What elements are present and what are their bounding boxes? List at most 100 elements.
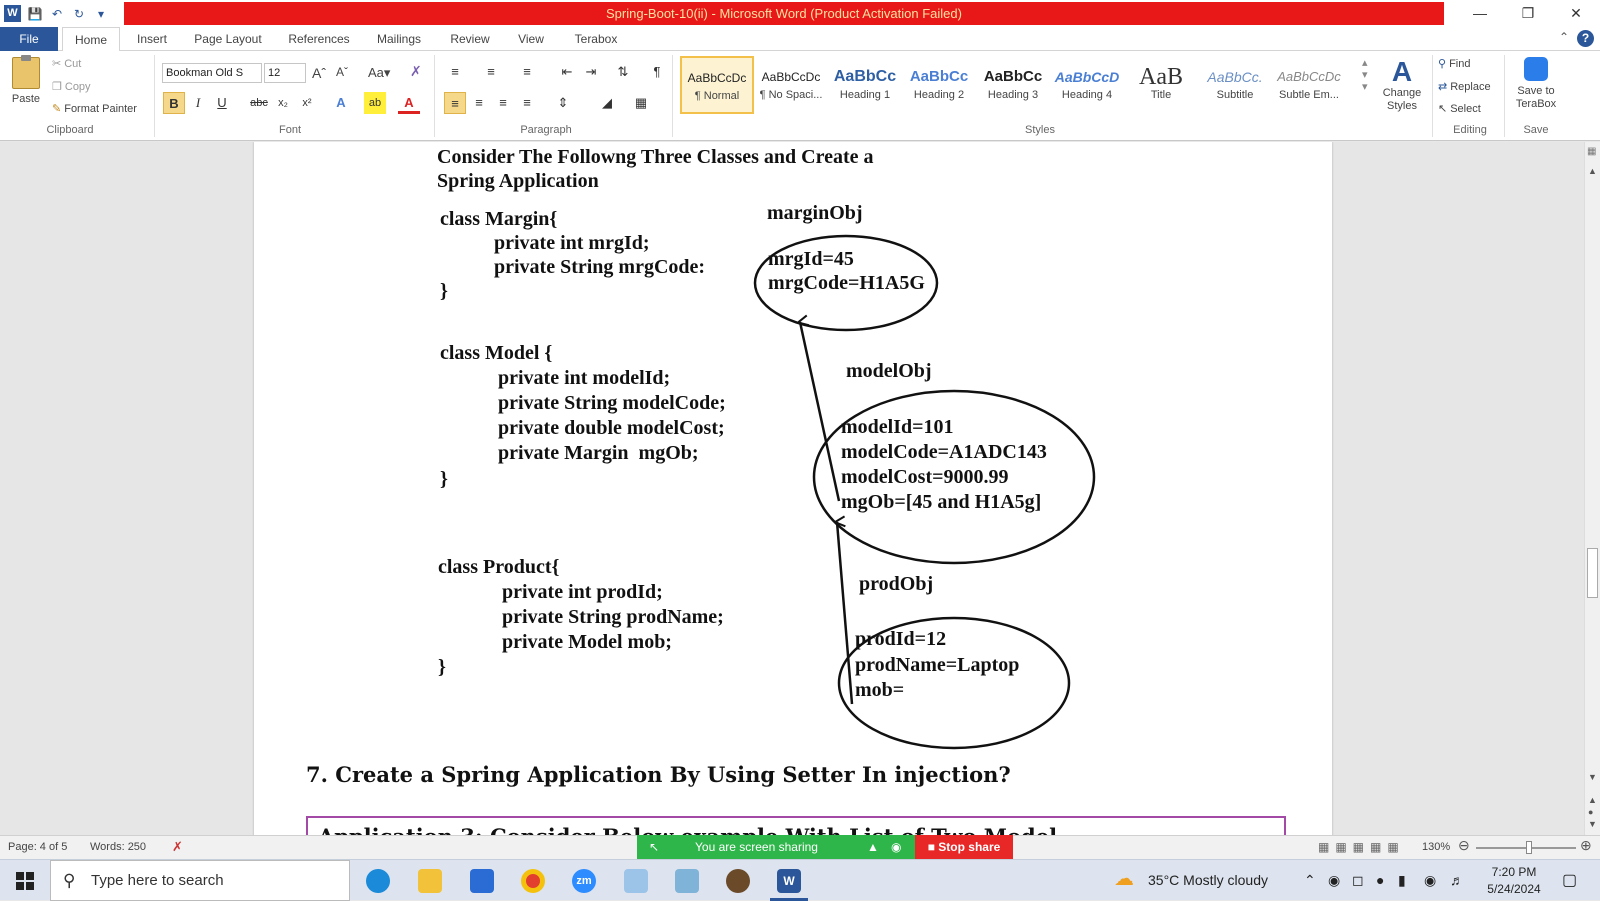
decrease-indent-icon[interactable]: ⇤	[561, 64, 573, 79]
save-to-terabox-button[interactable]: Save to TeraBox	[1508, 57, 1564, 111]
font-size-box[interactable]: 12	[264, 63, 306, 83]
battery-icon[interactable]: ▮	[1398, 872, 1406, 888]
highlight-icon[interactable]: ab	[364, 92, 386, 114]
text-effects-icon[interactable]: A	[336, 95, 346, 110]
customize-qat-icon[interactable]: ▾	[97, 6, 105, 21]
justify-icon[interactable]: ≡	[523, 95, 531, 110]
record-icon[interactable]: ◉	[1328, 872, 1341, 888]
word-count[interactable]: Words: 250	[90, 841, 147, 853]
taskbar-search-input[interactable]: ⚲ Type here to search	[50, 860, 350, 901]
ruler-toggle-icon[interactable]: ▦	[1587, 146, 1597, 157]
line-spacing-icon[interactable]: ⇕	[557, 95, 569, 110]
document-page[interactable]: Consider The Followng Three Classes and …	[254, 142, 1332, 835]
chrome-icon[interactable]	[521, 869, 545, 893]
weather-text[interactable]: 35°C Mostly cloudy	[1148, 872, 1268, 888]
tab-file[interactable]: File	[0, 27, 58, 51]
browse-object-icon[interactable]: ▲●▼	[1588, 795, 1597, 829]
increase-indent-icon[interactable]: ⇥	[585, 64, 597, 79]
grow-font-icon[interactable]: Aˆ	[312, 65, 326, 81]
collapse-ribbon-icon[interactable]: ⌃	[1558, 30, 1569, 44]
zoom-in-icon[interactable]: ⊕	[1580, 837, 1592, 853]
tab-insert[interactable]: Insert	[136, 32, 167, 46]
multilevel-list-icon[interactable]: ≡	[523, 64, 531, 79]
view-buttons[interactable]: ▦▦▦▦▦	[1318, 840, 1405, 854]
style-subtitle[interactable]: AaBbCc.Subtitle	[1207, 69, 1263, 101]
replace-button[interactable]: ⇄Replace	[1438, 80, 1491, 94]
style-no-spacing[interactable]: AaBbCcDc¶ No Spaci...	[759, 70, 823, 101]
windows-start-icon[interactable]	[16, 872, 34, 890]
scroll-thumb[interactable]	[1587, 548, 1598, 598]
change-case-icon[interactable]: Aa▾	[368, 65, 391, 80]
shading-icon[interactable]: ◢	[602, 95, 612, 110]
tab-home[interactable]: Home	[62, 27, 120, 52]
minimize-button[interactable]: —	[1473, 5, 1487, 21]
zoom-slider-thumb[interactable]	[1526, 841, 1532, 854]
cut-button[interactable]: ✂Cut	[52, 57, 82, 71]
italic-button[interactable]: I	[195, 95, 201, 110]
edge-icon[interactable]	[366, 869, 390, 893]
redo-icon[interactable]: ↻	[73, 6, 85, 21]
word-taskbar-icon[interactable]: W	[777, 869, 801, 893]
bullets-icon[interactable]: ≡	[451, 64, 459, 79]
shrink-font-icon[interactable]: Aˇ	[336, 65, 348, 79]
scroll-up-icon[interactable]: ▲	[1588, 166, 1597, 176]
meet-icon[interactable]: ◻	[1352, 872, 1364, 888]
stop-share-button[interactable]: ■ Stop share	[915, 835, 1013, 859]
paint-icon[interactable]	[624, 869, 648, 893]
help-icon[interactable]: ?	[1577, 30, 1594, 47]
borders-icon[interactable]: ▦	[634, 95, 648, 110]
drag-handle-icon[interactable]: ↖	[649, 840, 660, 854]
file-explorer-icon[interactable]	[418, 869, 442, 893]
show-hide-pilcrow-icon[interactable]: ¶	[653, 64, 661, 79]
clock[interactable]: 7:20 PM 5/24/2024	[1478, 864, 1550, 898]
find-button[interactable]: ⚲Find	[1438, 57, 1471, 71]
scroll-down-icon[interactable]: ▼	[1588, 772, 1597, 782]
underline-button[interactable]: U	[217, 95, 227, 110]
tab-references[interactable]: References	[288, 32, 350, 46]
tab-page-layout[interactable]: Page Layout	[194, 32, 262, 46]
volume-icon[interactable]: ♬	[1450, 872, 1464, 888]
notepad-icon[interactable]	[675, 869, 699, 893]
close-button[interactable]: ✕	[1570, 5, 1582, 21]
wifi-icon[interactable]: ◉	[1424, 872, 1437, 888]
undo-icon[interactable]: ↶	[51, 6, 63, 21]
subscript-button[interactable]: x₂	[278, 97, 288, 109]
superscript-button[interactable]: x²	[302, 97, 312, 109]
word-logo-icon[interactable]: W	[4, 5, 21, 22]
change-styles-button[interactable]: A Change Styles	[1376, 57, 1428, 113]
align-left-icon[interactable]: ≡	[444, 92, 466, 114]
clear-formatting-icon[interactable]: ✗	[410, 63, 422, 79]
zoom-out-icon[interactable]: ⊖	[1458, 837, 1470, 853]
zoom-level[interactable]: 130%	[1422, 841, 1451, 853]
save-icon[interactable]: 💾	[27, 6, 43, 21]
proofing-icon[interactable]: ✗	[172, 839, 183, 854]
tab-review[interactable]: Review	[450, 32, 490, 46]
tab-terabox[interactable]: Terabox	[574, 32, 618, 46]
copy-button[interactable]: ❐Copy	[52, 80, 91, 94]
align-center-icon[interactable]: ≡	[475, 95, 483, 110]
font-color-icon[interactable]: A	[398, 92, 420, 114]
paste-button[interactable]: Paste	[6, 55, 46, 119]
weather-icon[interactable]: ☁	[1114, 868, 1134, 890]
vertical-scrollbar[interactable]: ▦ ▲ ▼ ▲●▼	[1584, 142, 1600, 835]
font-name-box[interactable]: Bookman Old S	[162, 63, 262, 83]
strikethrough-button[interactable]: abc	[250, 97, 268, 109]
zoom-app-icon[interactable]: zm	[572, 869, 596, 893]
tab-view[interactable]: View	[518, 32, 544, 46]
align-right-icon[interactable]: ≡	[499, 95, 507, 110]
numbering-icon[interactable]: ≡	[487, 64, 495, 79]
select-button[interactable]: ↖Select	[1438, 102, 1481, 116]
format-painter-button[interactable]: ✎Format Painter	[52, 102, 137, 116]
styles-scroll[interactable]: ▴▾▾	[1362, 57, 1368, 93]
mail-icon[interactable]	[470, 869, 494, 893]
bold-button[interactable]: B	[163, 92, 185, 114]
page-count[interactable]: Page: 4 of 5	[8, 841, 68, 853]
mic-icon[interactable]: ●	[1376, 872, 1385, 888]
restore-button[interactable]: ❐	[1521, 5, 1535, 21]
style-normal[interactable]: AaBbCcDc¶ Normal	[680, 56, 754, 114]
